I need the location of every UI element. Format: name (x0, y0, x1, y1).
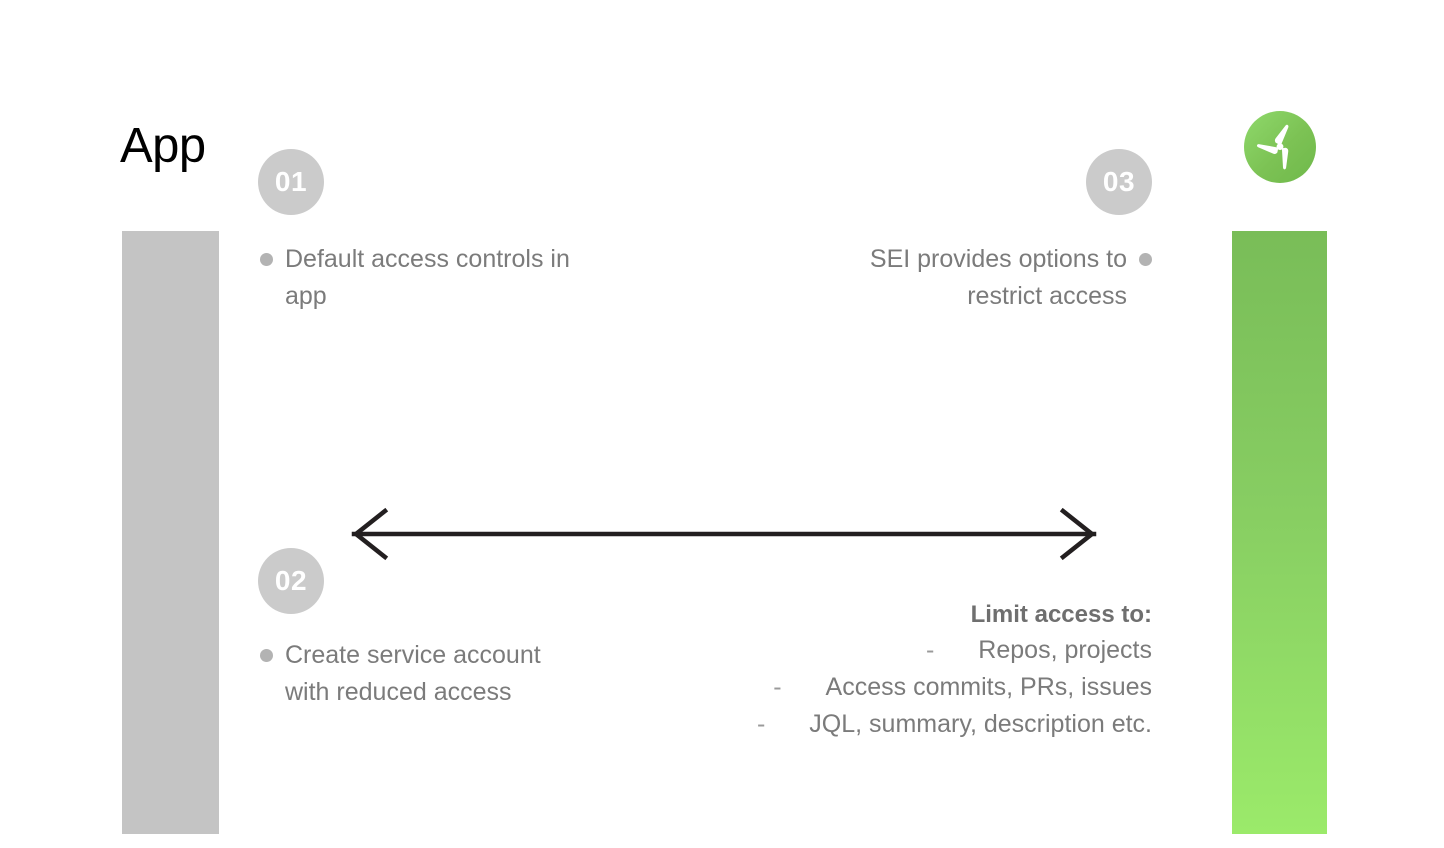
step-03-label: SEI provides options to restrict access (869, 245, 1127, 310)
limit-access-title: Limit access to: (970, 601, 1152, 628)
page-title: App (120, 119, 206, 173)
step-01-label: Default access controls in app (285, 245, 570, 310)
step-01-text-block: Default access controls in app (260, 241, 590, 315)
bullet-dot-icon (260, 253, 273, 266)
step-02-label: Create service account with reduced acce… (285, 641, 541, 706)
step-badge-01: 01 (258, 149, 324, 215)
bullet-dot-icon (1139, 253, 1152, 266)
dash-marker: - (773, 673, 782, 701)
step-badge-02: 02 (258, 548, 324, 614)
double-headed-arrow-icon (348, 503, 1100, 565)
limit-access-item: - Access commits, PRs, issues (652, 669, 1152, 706)
left-gray-bar (122, 231, 219, 834)
limit-access-item: - Repos, projects (652, 632, 1152, 669)
harness-sei-propeller-logo (1244, 111, 1316, 183)
limit-access-item-label: Access commits, PRs, issues (825, 673, 1152, 701)
dash-marker: - (925, 636, 935, 664)
step-02-text-block: Create service account with reduced acce… (260, 637, 590, 711)
step-badge-03: 03 (1086, 149, 1152, 215)
limit-access-block: Limit access to: - Repos, projects - Acc… (652, 598, 1152, 743)
dash-marker: - (756, 710, 766, 738)
step-03-text-block: SEI provides options to restrict access (830, 241, 1152, 315)
limit-access-item-label: JQL, summary, description etc. (809, 710, 1152, 738)
bullet-dot-icon (260, 649, 273, 662)
limit-access-item: - JQL, summary, description etc. (652, 706, 1152, 743)
right-green-bar (1232, 231, 1327, 834)
limit-access-item-label: Repos, projects (978, 636, 1152, 664)
